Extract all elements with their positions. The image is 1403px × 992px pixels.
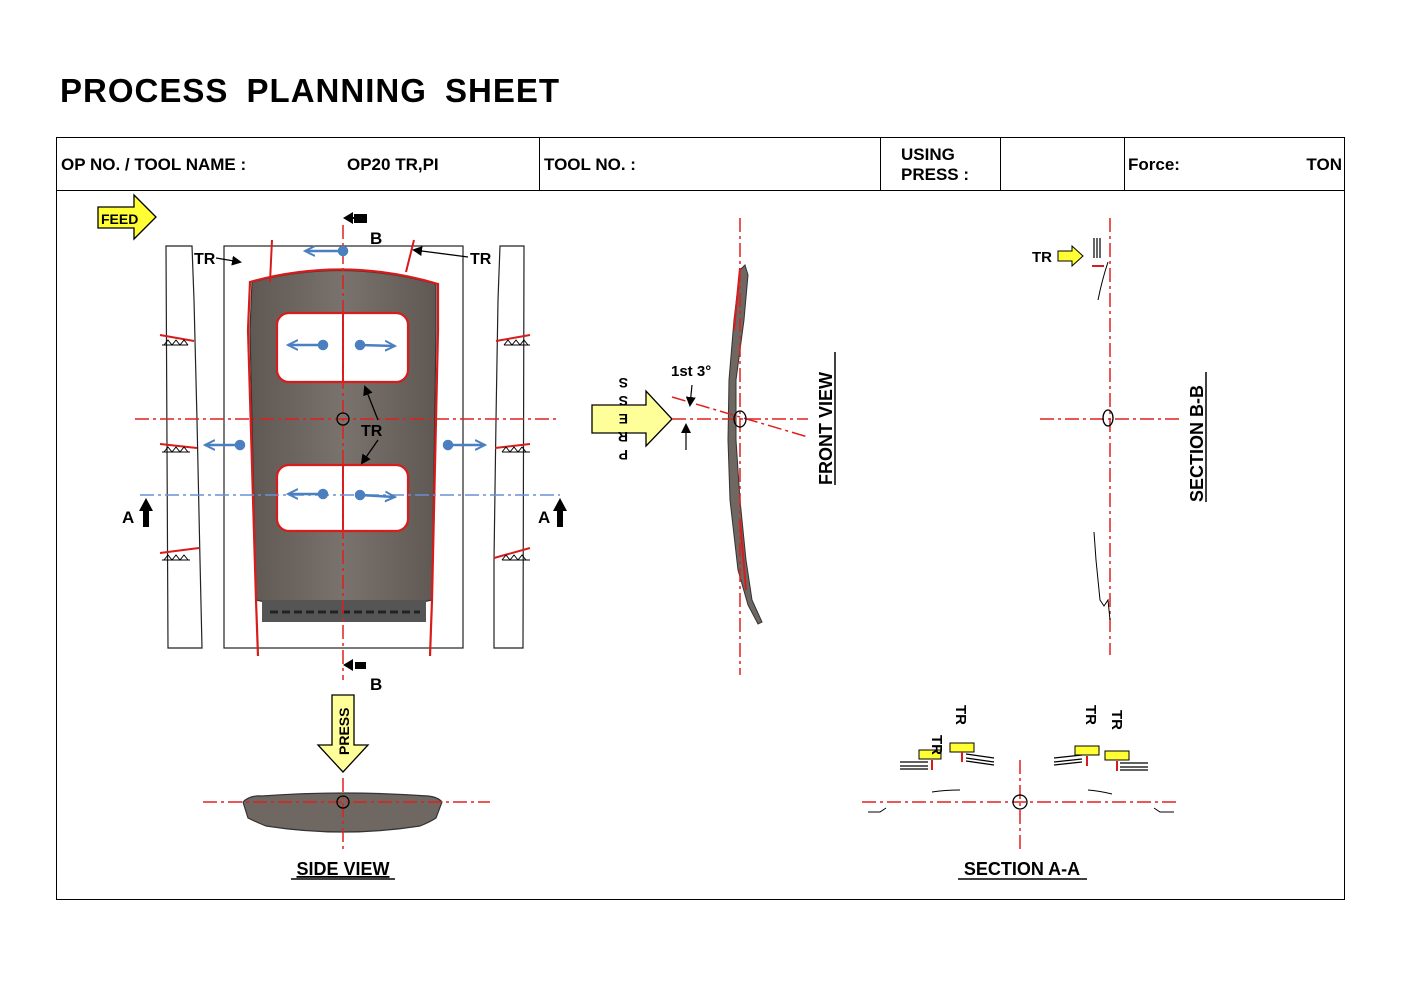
tr-label-top-left: TR (194, 251, 216, 268)
press-arrow-down: PRESS (316, 694, 370, 773)
force-unit: TON (1306, 155, 1342, 174)
force-cell: Force: TON (1125, 138, 1344, 190)
cam-motion-arrows (205, 247, 485, 499)
tr-leaders (215, 246, 469, 465)
press-letter-e: E (619, 411, 628, 427)
op-cell: OP NO. / TOOL NAME : OP20 TR,PI (57, 138, 540, 190)
section-bb-profile-top (1097, 261, 1109, 301)
section-b-label-top: B (370, 229, 382, 248)
front-trim-top (733, 267, 741, 331)
front-view-datum (733, 410, 747, 428)
section-bb-datum (1102, 409, 1114, 427)
section-aa-title: SECTION A-A (964, 859, 1080, 879)
tr-label-top-right: TR (470, 251, 492, 268)
front-view-angled-line (671, 396, 809, 438)
force-label: Force: (1128, 155, 1180, 174)
front-view: S S E R P 1st 3° FRONT VIEW (591, 218, 836, 675)
press-vertical-text: S S E R P (618, 375, 628, 463)
front-view-title: FRONT VIEW (816, 372, 836, 485)
section-bb-profile-bottom (1093, 531, 1111, 621)
right-side-panel-outline (493, 245, 525, 649)
section-a-label-right: A (538, 508, 550, 527)
header-row: OP NO. / TOOL NAME : OP20 TR,PI TOOL NO.… (57, 138, 1344, 191)
section-aa-profile-left-edge (868, 807, 887, 813)
section-a-arrow-right (553, 498, 567, 527)
first-angle-label: 1st 3° (671, 363, 711, 380)
press-letter-p: P (619, 447, 628, 463)
section-aa-tr-4: TR (1108, 710, 1125, 730)
press-label-line1: USING (901, 145, 955, 164)
section-b-arrowhead-bottom (343, 659, 353, 671)
section-aa-profile-left (931, 789, 961, 793)
section-bb-tr-arrow (1057, 244, 1084, 268)
side-view-datum (336, 795, 350, 809)
side-trim-marks (159, 334, 531, 559)
feed-label: FEED (101, 211, 138, 227)
feed-arrow: FEED (97, 193, 157, 241)
front-trim-bottom (739, 519, 747, 591)
front-view-panel (727, 264, 763, 625)
left-side-panel-outline (165, 245, 203, 649)
top-view: TR TR TR B B A A FEED (97, 193, 567, 694)
section-aa-left-tools (900, 742, 995, 770)
section-aa-tr-2: TR (952, 705, 969, 725)
section-aa-profile-right (1087, 789, 1113, 795)
section-b-arrowhead-top (343, 212, 353, 224)
press-label-cell: USING PRESS : (881, 138, 1001, 190)
angle-arrow-top (685, 384, 696, 407)
section-aa: TR TR TR TR SECTION A-A (862, 705, 1180, 880)
section-b-label-bottom: B (370, 675, 382, 694)
side-clamp-symbols (162, 339, 530, 561)
press-value-cell (1001, 138, 1125, 190)
section-bb: TR SECTION B-B (1032, 218, 1207, 655)
section-bb-tool-symbol (1093, 238, 1101, 258)
section-a-arrow-left (139, 498, 153, 527)
press-label-side: PRESS (336, 708, 352, 755)
side-view-title: SIDE VIEW (296, 859, 389, 879)
op-label: OP NO. / TOOL NAME : (61, 155, 247, 174)
planning-sheet: OP NO. / TOOL NAME : OP20 TR,PI TOOL NO.… (56, 137, 1345, 900)
section-b-arrow-bottom (355, 662, 366, 669)
side-view: PRESS SIDE VIEW (203, 694, 490, 880)
press-letter-s2: S (619, 393, 628, 409)
section-aa-datum (1012, 794, 1028, 810)
tool-cell: TOOL NO. : (540, 138, 881, 190)
section-aa-right-tools (1053, 745, 1148, 771)
section-a-label-left: A (122, 508, 134, 527)
section-aa-tr-1: TR (928, 735, 945, 755)
section-bb-tr-label: TR (1032, 249, 1052, 266)
section-bb-title: SECTION B-B (1187, 385, 1207, 502)
press-letter-r: R (618, 429, 628, 445)
center-datum (336, 412, 350, 426)
section-aa-profile-right-edge (1153, 807, 1174, 813)
tr-label-center: TR (361, 423, 383, 440)
section-aa-tr-3: TR (1082, 705, 1099, 725)
page-title: PROCESS PLANNING SHEET (60, 72, 561, 109)
tool-label: TOOL NO. : (544, 155, 636, 174)
press-arrow-front: S S E R P (591, 375, 673, 463)
press-label-line2: PRESS : (901, 165, 970, 184)
trim-line-front-right (405, 239, 415, 273)
op-value: OP20 TR,PI (347, 155, 439, 174)
trim-line-front-left (269, 239, 273, 283)
press-letter-s1: S (619, 375, 628, 391)
